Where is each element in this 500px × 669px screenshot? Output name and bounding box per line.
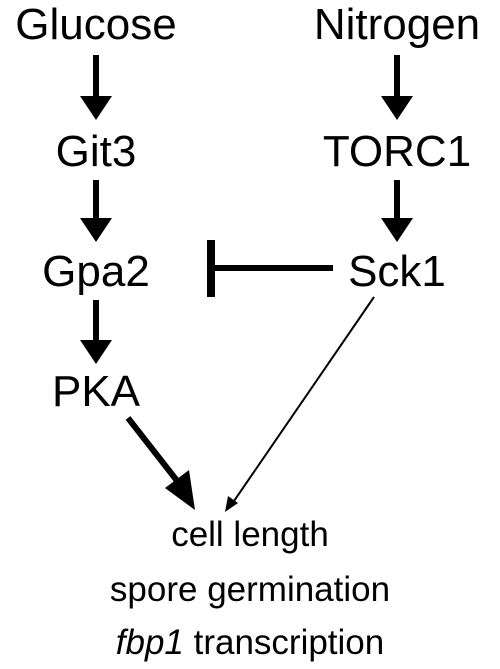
transcription-label: transcription [183, 623, 385, 662]
edge-glucose-git3 [80, 55, 112, 120]
gene-name-fbp1: fbp1 [115, 623, 184, 662]
node-glucose: Glucose [15, 0, 177, 49]
outcome-spore-germination: spore germination [109, 570, 391, 609]
outcome-fbp1-transcription: fbp1 transcription [116, 625, 385, 660]
node-nitrogen: Nitrogen [313, 0, 481, 49]
node-pka: PKA [51, 367, 141, 416]
edge-gpa2-pka [80, 300, 112, 364]
edge-sck1-outcomes [225, 296, 375, 512]
node-torc1: TORC1 [322, 127, 472, 176]
node-git3: Git3 [55, 127, 137, 176]
outcome-cell-length: cell length [171, 515, 329, 554]
edge-torc1-sck1 [381, 180, 413, 242]
edge-sck1-inhibits-gpa2 [207, 240, 333, 297]
node-gpa2: Gpa2 [42, 247, 150, 296]
edge-nitrogen-torc1 [381, 55, 413, 120]
node-sck1: Sck1 [348, 247, 446, 296]
edge-pka-outcomes [125, 416, 195, 510]
edge-git3-gpa2 [80, 180, 112, 242]
